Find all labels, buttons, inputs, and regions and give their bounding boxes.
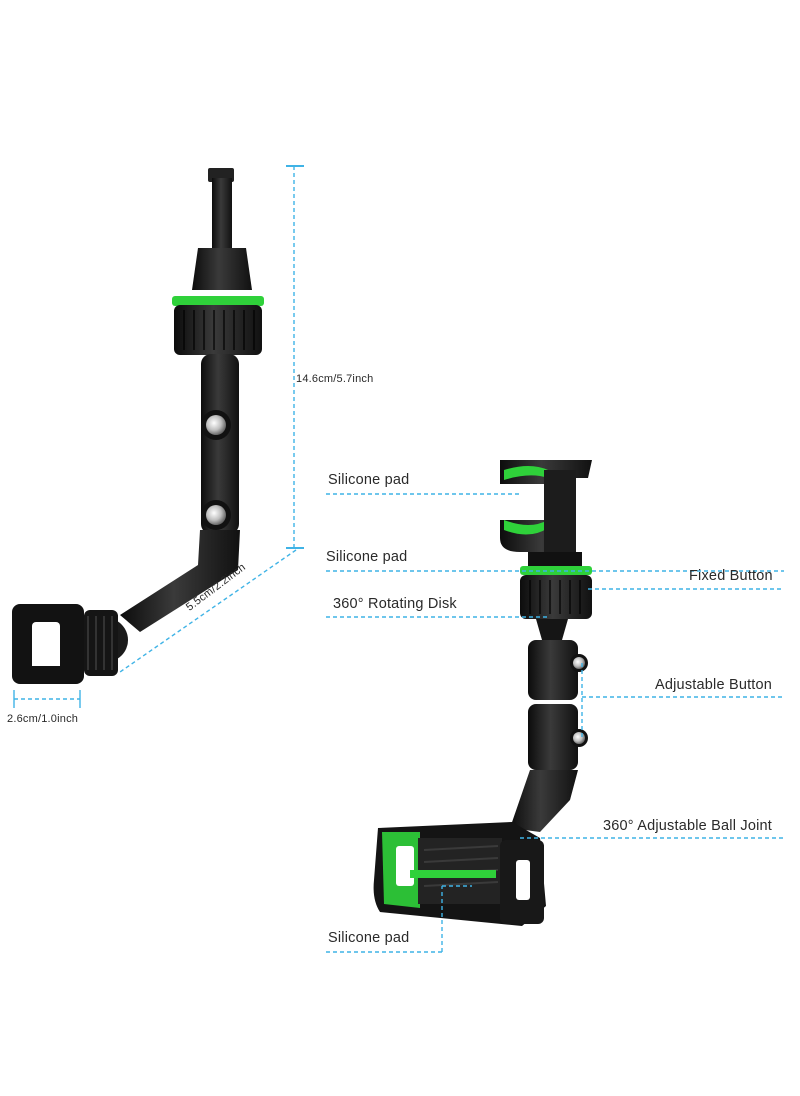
clip-width-label: 2.6cm/1.0inch <box>7 713 79 725</box>
callout-silicone-pad-bottom: Silicone pad <box>328 930 410 946</box>
front-view-mount <box>373 460 592 926</box>
guide-lines <box>13 165 784 953</box>
height-dimension-label: 14.6cm/5.7inch <box>296 373 374 385</box>
callout-silicone-pad-mid: Silicone pad <box>326 549 408 565</box>
callout-silicone-pad-top: Silicone pad <box>328 472 410 488</box>
side-view-mount <box>12 168 264 684</box>
callout-adjustable-button: Adjustable Button <box>655 677 773 693</box>
callout-fixed-button: Fixed Button <box>689 568 773 584</box>
callout-rotating-disk: 360° Rotating Disk <box>333 596 457 612</box>
callout-ball-joint: 360° Adjustable Ball Joint <box>603 818 772 834</box>
